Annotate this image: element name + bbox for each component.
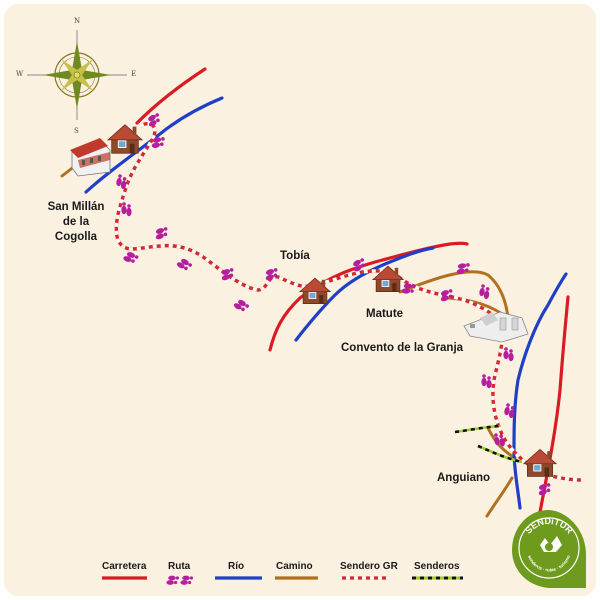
- place-san-millan-line-3: Cogolla: [54, 231, 98, 243]
- legend-camino-label: Camino: [276, 561, 313, 572]
- senderos-trails: [454, 424, 523, 464]
- place-san-millan-label: San Millán de la Cogolla: [36, 200, 116, 245]
- place-san-millan-line-2: de la: [62, 216, 90, 228]
- place-anguiano-label: Anguiano: [437, 472, 491, 484]
- place-matute-label: Matute: [366, 308, 404, 320]
- legend-sendero-gr-label: Sendero GR: [340, 561, 398, 572]
- legend-rio-label: Río: [228, 561, 245, 572]
- place-tobia-label: Tobía: [280, 250, 310, 262]
- place-convento-label: Convento de la Granja: [341, 342, 464, 354]
- compass-east-label: E: [131, 70, 137, 78]
- carretera-roads: [135, 67, 570, 514]
- legend-carretera-label: Carretera: [102, 561, 147, 572]
- compass-south-label: S: [74, 127, 79, 135]
- legend-senderos-label: Senderos: [414, 561, 460, 572]
- compass-rose-icon: [27, 30, 127, 120]
- monastery-icon: [70, 138, 111, 177]
- legend-swatches: [102, 575, 463, 585]
- place-san-millan-line-1: San Millán: [47, 201, 105, 213]
- convento-ruins-icon: [463, 311, 529, 343]
- compass-west-label: W: [16, 70, 24, 78]
- compass-north-label: N: [74, 17, 81, 25]
- legend-ruta-label: Ruta: [168, 561, 191, 572]
- rio-rivers: [84, 96, 568, 510]
